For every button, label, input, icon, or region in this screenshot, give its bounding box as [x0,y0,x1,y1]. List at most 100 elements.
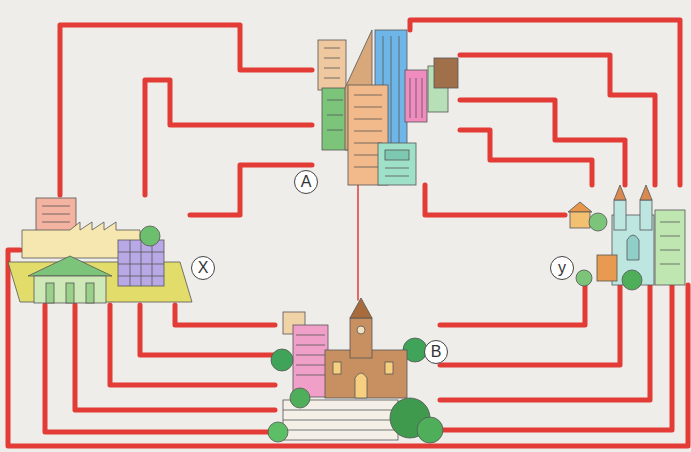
city-x-factory-part [34,276,106,303]
city-x-factory-part [36,198,76,232]
city-a-skyline-part [324,68,340,69]
city-b-townhall-part [283,410,398,411]
city-y-church-part [597,255,617,281]
road-line [460,100,625,185]
city-x-factory-part [66,283,74,303]
road-line [190,165,312,215]
road-line [440,285,672,430]
road-line [175,305,275,325]
city-x-factory-part [140,226,160,246]
city-b-townhall-part [293,325,328,397]
city-a-skyline [318,30,458,185]
city-b-townhall-part [417,417,443,443]
road-line [460,55,655,185]
city-a-skyline-part [410,78,411,118]
city-a-skyline-part [324,48,340,49]
city-x-factory-part [42,222,70,223]
city-letter: A [294,170,318,194]
city-y-church-part [576,270,592,286]
city-a-skyline-part [354,119,382,120]
city-a-skyline-part [422,78,423,118]
city-b-townhall-part [296,345,325,346]
city-y-church-part [622,270,642,290]
city-a-skyline-part [354,131,382,132]
city-y-church-part [660,236,680,237]
city-b-townhall-part [385,362,393,374]
city-node: X [20,195,190,305]
road-line [440,285,620,365]
road-line [145,80,312,195]
city-y-church-part [568,202,592,212]
city-a-skyline-part [378,143,416,185]
city-y-church-part [614,200,626,230]
road-line [357,185,359,300]
city-x-factory-part [141,240,142,286]
city-y-church-part [614,185,626,200]
city-b-townhall-part [283,430,398,431]
city-letter: X [191,256,215,280]
city-node: A [312,30,460,185]
road-line [75,305,275,410]
city-a-skyline-part [405,70,427,122]
city-b-townhall-part [296,335,325,336]
city-a-skyline-part [327,130,343,131]
road-line [60,25,312,195]
city-a-skyline-part [385,150,409,160]
city-a-skyline-part [434,58,458,88]
city-a-skyline-part [324,78,340,79]
road-line [45,305,275,432]
city-b-townhall-part [271,349,293,371]
city-a-skyline-part [391,36,392,145]
city-a-skyline-part [399,36,400,145]
city-x-factory-part [152,240,153,286]
city-a-skyline-part [416,78,417,118]
city-b-townhall-part [296,355,325,356]
city-a-skyline-part [318,40,346,90]
city-y-church-part [640,200,652,230]
city-a-skyline-part [327,115,343,116]
city-y-church-part [655,210,685,285]
city-b-townhall-part [268,422,288,442]
city-y-church [568,185,685,290]
city-x-factory-part [46,283,54,303]
city-a-skyline-part [324,58,340,59]
city-b-townhall-part [296,365,325,366]
city-letter: y [550,256,574,280]
city-a-skyline-part [327,100,343,101]
city-y-church-part [570,212,590,228]
city-b-townhall-part [333,362,341,374]
city-b-townhall-part [290,388,310,408]
city-a-skyline-part [385,168,409,169]
city-x-factory-part [86,283,94,303]
city-x-factory [8,198,192,303]
city-b-townhall-part [350,298,372,318]
city-node: B [275,300,440,440]
road-line [8,250,688,446]
city-y-church-part [627,235,639,260]
city-b-townhall-part [357,326,365,334]
road-line [410,20,680,185]
city-x-factory-part [118,240,164,286]
city-x-factory-part [130,240,131,286]
road-line [140,305,275,355]
city-x-factory-part [28,256,112,276]
city-b-townhall [268,298,443,443]
road-line [110,305,275,385]
road-line [425,185,565,215]
city-x-factory-part [42,206,70,207]
city-y-church-part [640,185,652,200]
city-a-skyline-part [354,107,382,108]
city-node: y [565,185,690,285]
city-y-church-part [660,264,680,265]
city-y-church-part [660,250,680,251]
city-b-townhall-part [283,420,398,421]
road-line [460,130,592,185]
city-b-townhall-part [296,375,325,376]
city-b-townhall-part [355,373,367,398]
city-b-townhall-part [350,318,372,358]
city-y-church-part [589,213,607,231]
city-y-church-part [660,222,680,223]
